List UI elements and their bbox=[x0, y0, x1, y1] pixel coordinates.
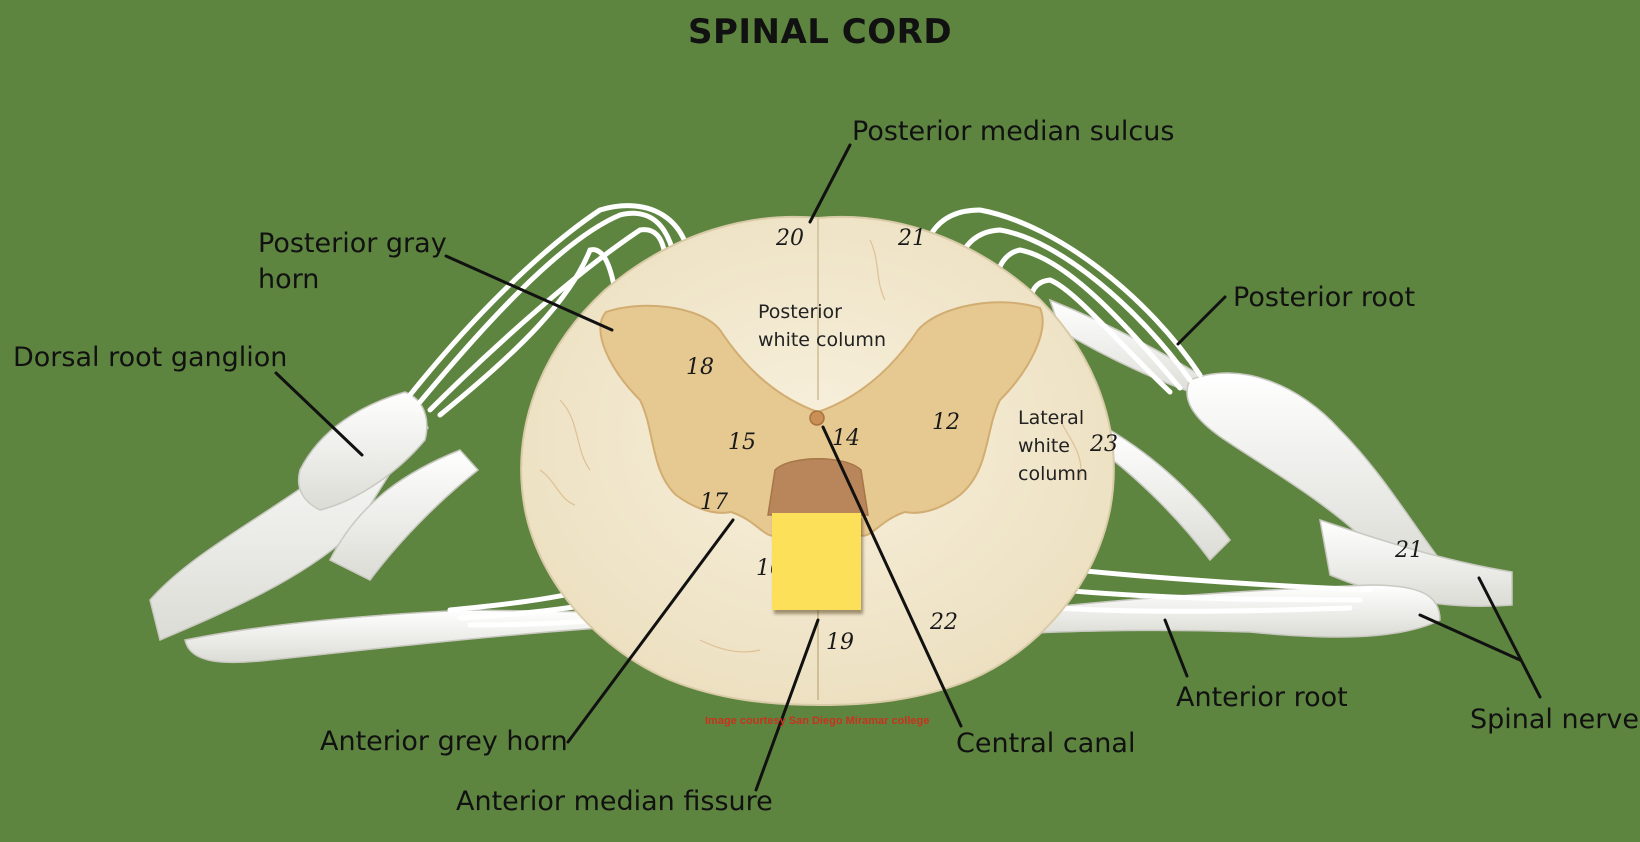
label-posterior-gray-horn-2: horn bbox=[258, 264, 320, 295]
central-canal-dot bbox=[809, 410, 825, 426]
model-number: 18 bbox=[686, 355, 714, 380]
model-number: 17 bbox=[700, 490, 728, 515]
label-spinal-nerve: Spinal nerve bbox=[1470, 704, 1639, 735]
leader-posterior-median-sulcus bbox=[808, 143, 852, 224]
leader-dorsal-root-ganglion bbox=[274, 371, 364, 457]
leader-spinal-nerve-b bbox=[1418, 613, 1522, 662]
anterior-median-fissure-shape bbox=[767, 458, 869, 516]
leader-anterior-median-fissure bbox=[754, 618, 820, 792]
leader-central-canal bbox=[821, 425, 963, 728]
model-number: 15 bbox=[728, 430, 756, 455]
label-anterior-root: Anterior root bbox=[1176, 682, 1348, 713]
model-number: 23 bbox=[1090, 432, 1118, 457]
label-anterior-grey-horn: Anterior grey horn bbox=[320, 726, 568, 757]
label-lateral-white-column-1: Lateral bbox=[1018, 407, 1085, 429]
label-central-canal: Central canal bbox=[956, 728, 1136, 759]
model-number: 20 bbox=[776, 226, 804, 251]
leader-posterior-gray-horn bbox=[444, 254, 614, 332]
label-posterior-gray-horn-1: Posterior gray bbox=[258, 228, 447, 259]
leader-spinal-nerve-a bbox=[1477, 576, 1542, 699]
leader-anterior-root bbox=[1163, 618, 1189, 678]
image-credit: Image courtesy San Diego Miramar college bbox=[705, 715, 930, 727]
model-number: 21 bbox=[1395, 538, 1423, 563]
model-number: 19 bbox=[826, 630, 854, 655]
model-number: 14 bbox=[832, 426, 860, 451]
leader-lines bbox=[274, 143, 1542, 792]
model-number: 22 bbox=[930, 610, 958, 635]
label-lateral-white-column-2: white bbox=[1018, 435, 1070, 457]
model-number: 21 bbox=[898, 226, 926, 251]
label-lateral-white-column-3: column bbox=[1018, 463, 1088, 485]
label-posterior-white-column-1: Posterior bbox=[758, 301, 842, 323]
label-anterior-median-fissure: Anterior median fissure bbox=[456, 786, 773, 817]
label-posterior-white-column-2: white column bbox=[758, 329, 886, 351]
left-anterior-root bbox=[184, 609, 601, 664]
label-posterior-root: Posterior root bbox=[1233, 282, 1416, 313]
leader-anterior-grey-horn bbox=[566, 518, 735, 744]
label-posterior-median-sulcus: Posterior median sulcus bbox=[852, 116, 1175, 147]
left-dorsal-root-ganglion bbox=[297, 391, 428, 511]
diagram-title: SPINAL CORD bbox=[687, 12, 953, 52]
leader-posterior-root bbox=[1176, 295, 1227, 346]
model-number: 12 bbox=[932, 410, 960, 435]
label-dorsal-root-ganglion: Dorsal root ganglion bbox=[13, 342, 288, 373]
left-lower-nerve bbox=[328, 449, 480, 581]
right-lower-nerve bbox=[1099, 428, 1231, 562]
sticky-note-cover bbox=[772, 513, 861, 610]
